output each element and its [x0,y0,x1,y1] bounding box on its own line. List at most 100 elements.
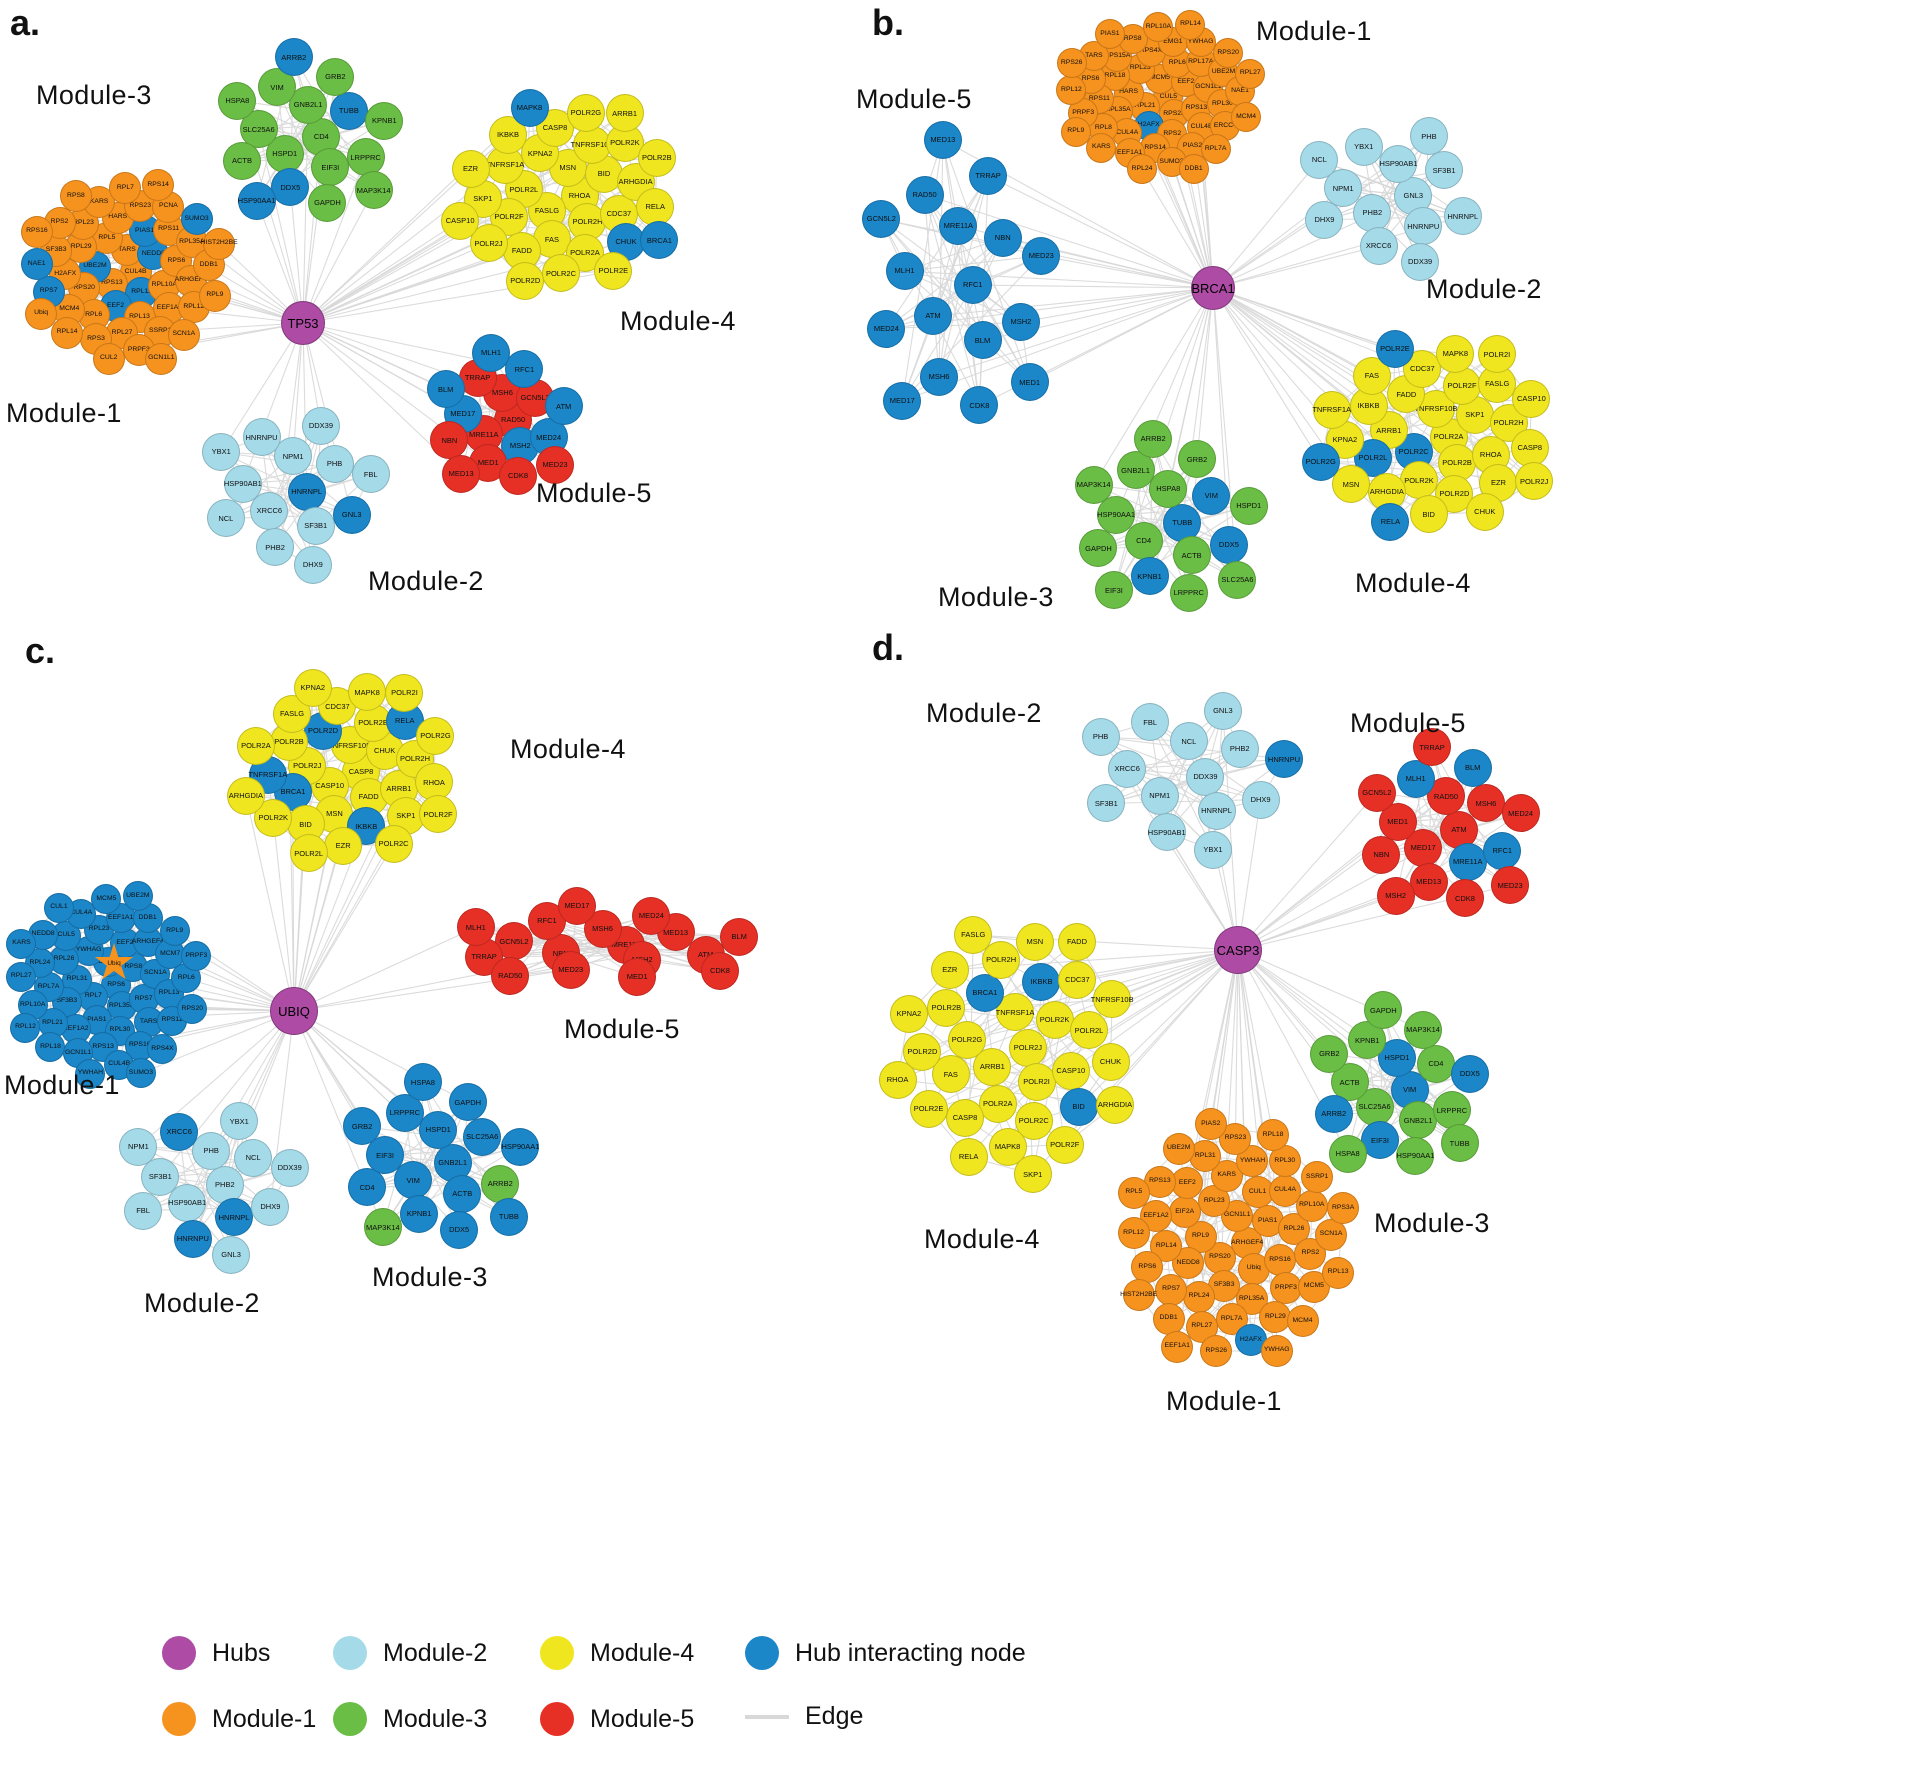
node-ssrp1[interactable]: SSRP1 [1301,1161,1334,1194]
node-fas[interactable]: FAS [1352,357,1391,396]
node-chuk[interactable]: CHUK [1091,1042,1130,1081]
node-msh2[interactable]: MSH2 [1001,303,1040,342]
node-arhgdia[interactable]: ARHGDIA [1096,1085,1135,1124]
node-rfc1[interactable]: RFC1 [953,266,992,304]
node-hist2h2be[interactable]: HIST2H2BE [201,227,238,260]
node-gnl3[interactable]: GNL3 [212,1236,251,1275]
node-med23[interactable]: MED23 [536,446,575,485]
node-rps2[interactable]: RPS2 [43,206,76,239]
hub-tp53[interactable]: TP53 [281,301,325,345]
node-casp10[interactable]: CASP10 [441,201,480,240]
node-hsp90ab1[interactable]: HSP90AB1 [1379,144,1418,183]
node-rps4x[interactable]: RPS4X [147,1034,178,1065]
node-hspa8[interactable]: HSPA8 [403,1063,442,1102]
node-fbl[interactable]: FBL [1131,703,1170,742]
node-tubb[interactable]: TUBB [489,1198,528,1237]
node-msn[interactable]: MSN [1332,465,1370,504]
node-msh2[interactable]: MSH2 [1376,876,1415,915]
node-rpl14[interactable]: RPL14 [1175,9,1206,40]
node-rpl14[interactable]: RPL14 [51,316,84,349]
node-hspd1[interactable]: HSPD1 [265,135,304,174]
node-trrap[interactable]: TRRAP [969,156,1008,195]
node-atm[interactable]: ATM [913,297,952,336]
node-cdc37[interactable]: CDC37 [1058,960,1097,999]
node-dhx9[interactable]: DHX9 [1305,200,1344,239]
node-slc25a6[interactable]: SLC25A6 [463,1117,502,1156]
node-hist2h2be[interactable]: HIST2H2BE [1120,1278,1157,1311]
node-rps16[interactable]: RPS16 [20,215,53,248]
node-sf3b1[interactable]: SF3B1 [1425,151,1464,190]
node-med23[interactable]: MED23 [551,950,590,989]
node-mlh1[interactable]: MLH1 [1396,759,1435,798]
node-ikbkb[interactable]: IKBKB [1022,962,1061,1001]
node-hsp90aa1[interactable]: HSP90AA1 [501,1127,540,1166]
node-polr2f[interactable]: POLR2F [1045,1125,1084,1164]
node-kpnb1[interactable]: KPNB1 [400,1194,439,1233]
node-polr2b[interactable]: POLR2B [927,989,966,1028]
node-gcn1l1[interactable]: GCN1L1 [145,342,178,375]
node-hspd1[interactable]: HSPD1 [419,1111,458,1150]
node-kpna2[interactable]: KPNA2 [889,994,928,1033]
node-mlh1[interactable]: MLH1 [885,252,924,291]
node-phb2[interactable]: PHB2 [256,528,295,567]
node-ddb1[interactable]: DDB1 [1178,154,1209,185]
node-med17[interactable]: MED17 [557,887,596,926]
node-blm[interactable]: BLM [720,918,759,957]
node-npm1[interactable]: NPM1 [119,1127,158,1166]
node-gnl3[interactable]: GNL3 [332,495,371,534]
node-sf3b3[interactable]: SF3B3 [1208,1269,1241,1302]
node-faslg[interactable]: FASLG [954,916,993,955]
node-rpl9[interactable]: RPL9 [198,279,231,312]
node-eif3i[interactable]: EIF3I [311,148,350,187]
node-hnrnpl[interactable]: HNRNPL [1443,197,1482,236]
node-rps20[interactable]: RPS20 [177,994,208,1025]
node-polr2j[interactable]: POLR2J [1515,462,1554,501]
node-ddx5[interactable]: DDX5 [1209,525,1248,564]
node-ubiq[interactable]: Ubiq [25,297,58,330]
node-cd4[interactable]: CD4 [348,1168,387,1207]
node-rad50[interactable]: RAD50 [491,957,530,996]
node-gapdh[interactable]: GAPDH [308,184,347,223]
node-bid[interactable]: BID [1059,1087,1098,1126]
node-rpl7[interactable]: RPL7 [109,172,142,205]
node-phb[interactable]: PHB [1409,117,1448,156]
node-blm[interactable]: BLM [1453,748,1492,787]
node-trrap[interactable]: TRRAP [1413,728,1452,767]
node-ddx39[interactable]: DDX39 [270,1148,309,1187]
node-msh6[interactable]: MSH6 [920,357,959,396]
node-hnrnpl[interactable]: HNRNPL [1197,791,1236,830]
node-ddx5[interactable]: DDX5 [271,168,310,207]
node-phb[interactable]: PHB [315,444,354,483]
node-rps8[interactable]: RPS8 [59,180,92,213]
node-rpl9[interactable]: RPL9 [159,916,190,947]
node-rpl18[interactable]: RPL18 [1257,1119,1290,1152]
node-sumo3[interactable]: SUMO3 [125,1058,156,1089]
node-polr2l[interactable]: POLR2L [1069,1011,1108,1050]
node-eef1a1[interactable]: EEF1A1 [1161,1330,1194,1363]
node-tnfrsf1a[interactable]: TNFRSF1A [1312,391,1351,430]
node-phb[interactable]: PHB [192,1131,231,1170]
node-cd4[interactable]: CD4 [1416,1045,1455,1084]
node-med13[interactable]: MED13 [1409,863,1448,902]
node-bid[interactable]: BID [1409,495,1448,534]
node-kpnb1[interactable]: KPNB1 [365,101,404,140]
node-casp10[interactable]: CASP10 [1512,380,1551,419]
node-eif2a[interactable]: EIF2A [1168,1196,1201,1229]
node-ddx5[interactable]: DDX5 [440,1210,479,1249]
node-ybx1[interactable]: YBX1 [1193,830,1232,869]
node-polr2i[interactable]: POLR2I [385,673,424,712]
node-rpl27[interactable]: RPL27 [6,961,37,992]
node-lrpprc[interactable]: LRPPRC [1432,1091,1471,1130]
node-slc25a6[interactable]: SLC25A6 [1218,560,1257,599]
node-mcm4[interactable]: MCM4 [1231,101,1262,132]
node-mlh1[interactable]: MLH1 [472,333,511,372]
node-phb[interactable]: PHB [1081,718,1120,757]
node-arrb2[interactable]: ARRB2 [481,1164,520,1203]
node-rad50[interactable]: RAD50 [1427,777,1465,816]
node-rad50[interactable]: RAD50 [905,175,944,214]
node-rps3a[interactable]: RPS3A [1327,1191,1360,1224]
node-ddx39[interactable]: DDX39 [301,406,340,445]
node-med1[interactable]: MED1 [618,958,657,997]
node-polr2j[interactable]: POLR2J [1008,1029,1047,1067]
node-sf3b1[interactable]: SF3B1 [1087,784,1126,823]
